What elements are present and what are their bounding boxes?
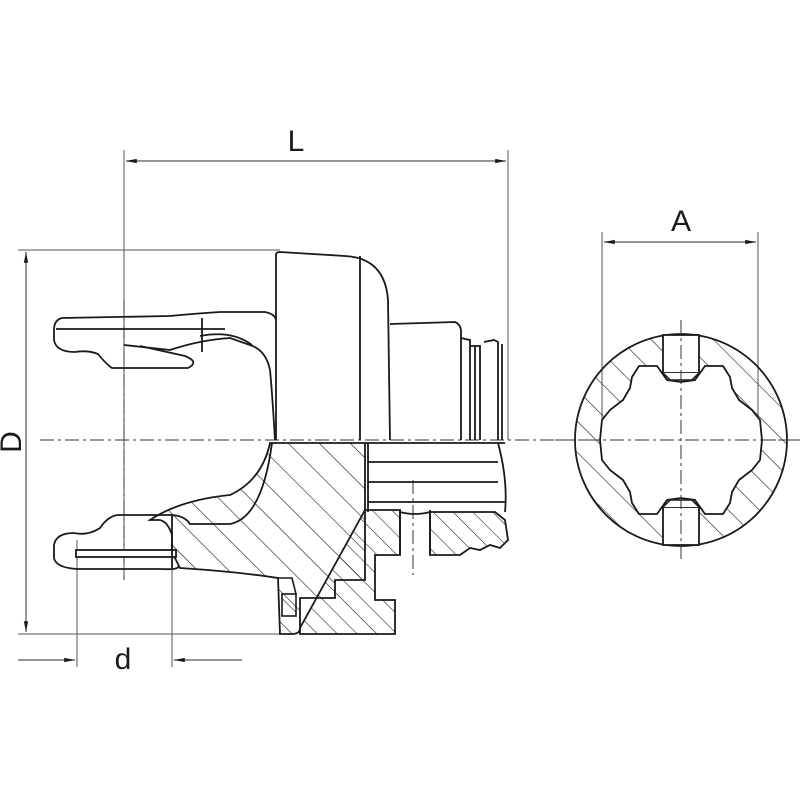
side-view-upper (53, 251, 503, 441)
dimension-label-D: D (0, 431, 28, 453)
end-view-spline (560, 320, 800, 562)
dimension-d (18, 540, 242, 667)
dimension-D (18, 249, 290, 635)
dimension-label-A: A (670, 205, 692, 238)
dimension-label-L: L (287, 125, 305, 158)
side-view-section (53, 442, 509, 635)
dimension-label-d: d (114, 643, 132, 676)
